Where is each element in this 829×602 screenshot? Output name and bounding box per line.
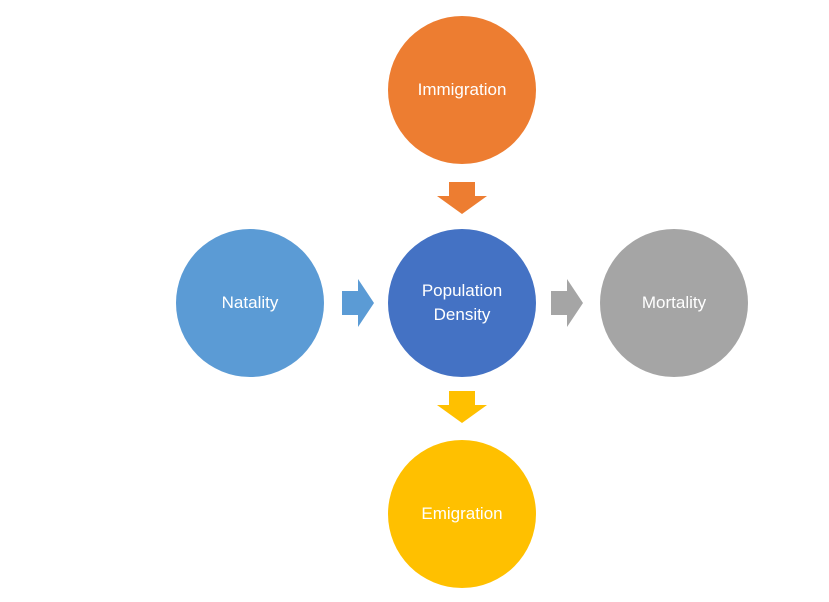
immigration-node: Immigration (388, 16, 536, 164)
population-density-label: Population Density (421, 281, 503, 324)
emigration-arrow-down-icon (437, 391, 487, 423)
mortality-label: Mortality (641, 293, 707, 312)
natality-label: Natality (221, 293, 279, 312)
immigration-arrow-shape (437, 182, 487, 214)
natality-arrow-shape (342, 279, 374, 327)
immigration-label: Immigration (417, 80, 507, 99)
immigration-arrow-down-icon (437, 182, 487, 214)
emigration-node: Emigration (388, 440, 536, 588)
population-density-node: Population Density (388, 229, 536, 377)
mortality-node: Mortality (600, 229, 748, 377)
natality-node: Natality (176, 229, 324, 377)
mortality-arrow-right-icon (551, 279, 583, 327)
emigration-arrow-shape (437, 391, 487, 423)
mortality-arrow-shape (551, 279, 583, 327)
natality-arrow-right-icon (342, 279, 374, 327)
emigration-label: Emigration (421, 504, 503, 523)
